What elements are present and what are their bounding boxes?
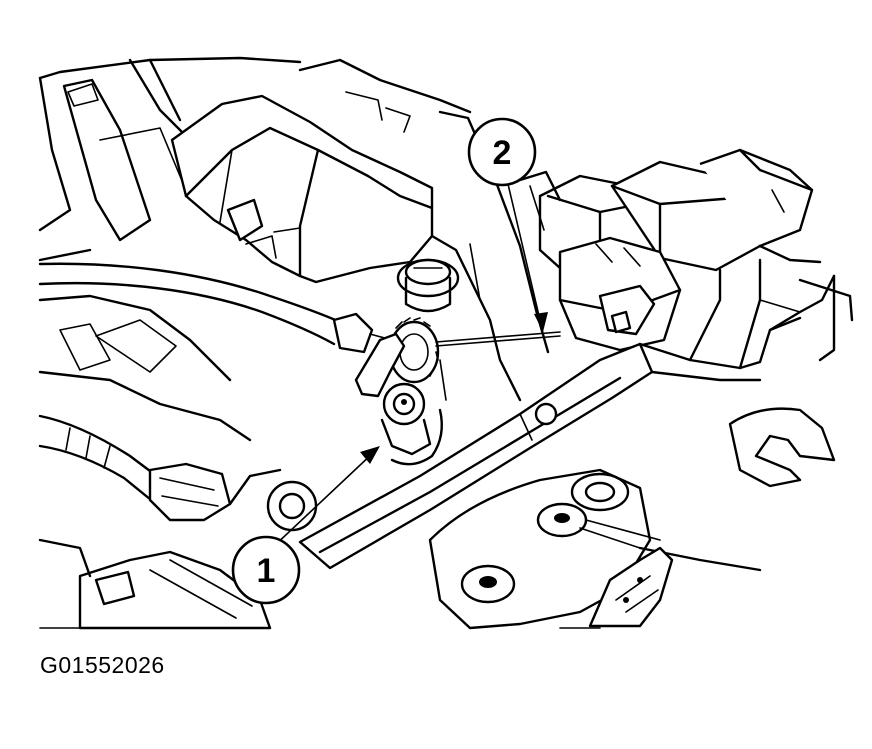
callout-1-label: 1	[257, 552, 276, 590]
cable	[38, 262, 393, 354]
lower-mechanism	[428, 468, 762, 630]
electrical-connector	[518, 148, 822, 352]
wiring-harness	[38, 294, 318, 532]
callout-1: 1	[231, 535, 301, 605]
figure-code: G01552026	[40, 652, 165, 678]
callout-2-label: 2	[493, 134, 512, 172]
callout-2: 2	[467, 117, 537, 187]
gear-assembly	[354, 317, 447, 466]
leader-line-1	[271, 446, 380, 549]
mounting-bolt	[396, 258, 460, 313]
actuator-wire	[435, 331, 561, 347]
leader-line-2	[507, 183, 548, 332]
control-module	[170, 58, 472, 284]
pedal-arm	[298, 258, 836, 570]
right-bracket-hook	[728, 274, 854, 488]
